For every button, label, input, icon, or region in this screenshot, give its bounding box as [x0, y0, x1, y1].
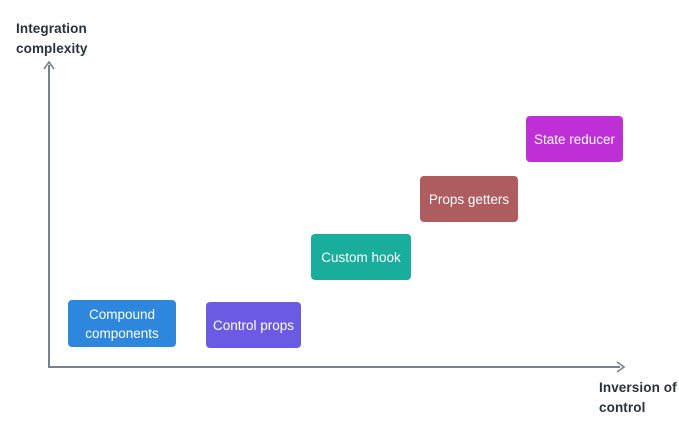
y-axis-label: Integration complexity [16, 21, 88, 56]
node-control-props: Control props [206, 302, 301, 348]
x-axis-label: Inversion of control [599, 380, 677, 415]
y-axis-arrowhead-icon [43, 60, 55, 70]
node-props-getters: Props getters [420, 176, 518, 222]
node-compound-components: Compound components [68, 300, 176, 347]
node-custom-hook: Custom hook [311, 234, 411, 280]
node-state-reducer: State reducer [526, 116, 623, 162]
x-axis-arrowhead-icon [616, 361, 626, 373]
